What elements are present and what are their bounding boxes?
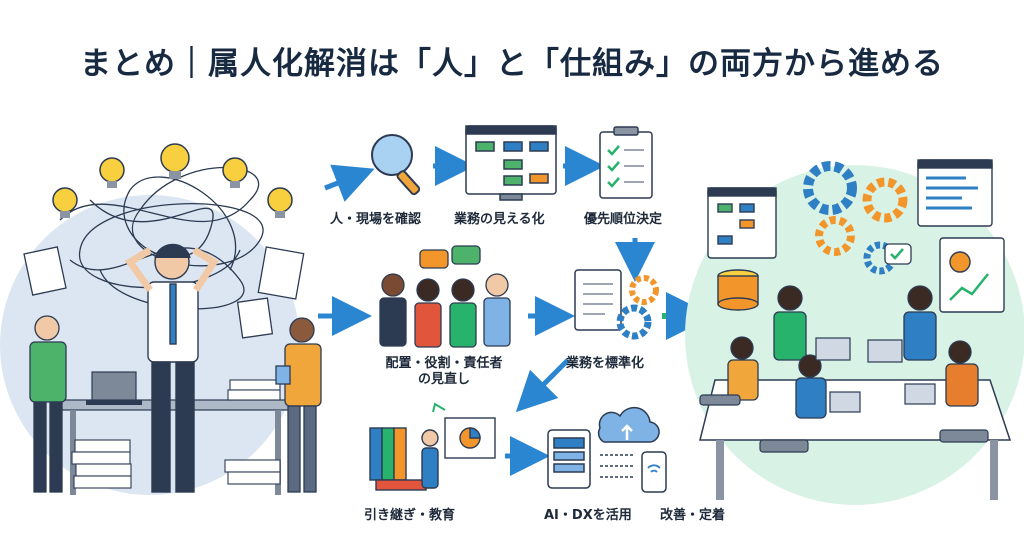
collaborating-people bbox=[727, 285, 979, 419]
laptop-icon bbox=[815, 337, 936, 413]
step-label-standardize: 業務を標準化 bbox=[566, 356, 645, 371]
bulb-icon bbox=[52, 187, 78, 218]
cloud-icon bbox=[597, 406, 660, 443]
gear-icon bbox=[803, 161, 857, 215]
laptop-icon bbox=[86, 371, 142, 405]
arrow-icon bbox=[324, 164, 375, 202]
bulb-icon bbox=[267, 187, 293, 218]
checklist-icon bbox=[599, 126, 653, 199]
paper-stack-icon bbox=[71, 379, 281, 489]
bulb-icon bbox=[99, 157, 125, 188]
step-label-ai-dx: AI・DXを活用 bbox=[544, 508, 632, 523]
document-gear-icon bbox=[574, 269, 659, 340]
books-teaching-icon bbox=[369, 402, 496, 491]
team-people bbox=[379, 245, 511, 348]
step-label-investigate: 人・現場を確認 bbox=[330, 212, 422, 227]
chat-bubble-icon bbox=[451, 245, 481, 265]
clipboard-person bbox=[275, 317, 322, 493]
chair bbox=[699, 394, 989, 453]
chaos-scene bbox=[0, 143, 322, 495]
flow-arrows bbox=[318, 146, 655, 476]
step-label-reassign-line1: 配置・役割・責任者 bbox=[385, 356, 503, 371]
thinking-person bbox=[29, 315, 67, 493]
dashboard-screen-icon bbox=[707, 187, 777, 259]
page-title: まとめ｜属人化解消は「人」と「仕組み」の両方から進める bbox=[80, 46, 944, 82]
bulb-icon bbox=[222, 157, 248, 188]
gear-icon bbox=[815, 216, 855, 256]
database-icon bbox=[717, 269, 759, 311]
bulb-icon bbox=[160, 143, 190, 179]
step-label-establish: 改善・定着 bbox=[660, 508, 726, 523]
step-label-reassign-line2: の見直し bbox=[417, 372, 470, 387]
cloud-devices-icon bbox=[547, 406, 667, 493]
gear-icon bbox=[862, 177, 908, 223]
chat-bubble-icon bbox=[419, 249, 449, 269]
step-label-prioritize: 優先順位決定 bbox=[584, 212, 663, 227]
improved-scene bbox=[685, 159, 1024, 505]
arrow-icon bbox=[515, 358, 570, 413]
code-screen-icon bbox=[917, 159, 993, 227]
flowchart-monitor-icon bbox=[465, 125, 557, 201]
document-icon bbox=[23, 246, 305, 339]
stressed-person bbox=[124, 243, 219, 493]
step-label-reassign: 配置・役割・責任者 の見直し bbox=[380, 356, 508, 388]
chart-screen-icon bbox=[939, 237, 1005, 313]
step-label-handover: 引き継ぎ・教育 bbox=[364, 508, 456, 523]
step-label-visualize: 業務の見える化 bbox=[454, 212, 545, 227]
magnifier-icon bbox=[371, 134, 421, 196]
